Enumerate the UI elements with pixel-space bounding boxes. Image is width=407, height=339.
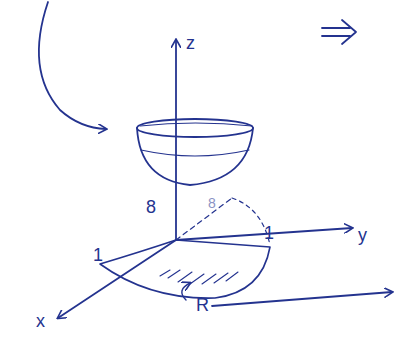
bowl-rim-inner [140,123,252,126]
z-axis [175,40,177,240]
implies-symbol [322,20,356,44]
tick-label: 1 [93,246,103,264]
axis-label: z [186,34,195,52]
bowl-band [141,150,249,156]
region-hatching [160,270,238,284]
r-arrow [212,292,392,306]
r-leader [182,283,190,300]
region-r [100,240,270,298]
height-label: 8 [208,196,216,210]
dashed-line [176,198,232,240]
x-axis [58,240,176,318]
pointer-arrow [39,2,106,129]
axis-label: y [358,226,367,244]
axis-label: x [36,312,45,330]
bowl-body [137,128,253,185]
region-label: R [196,296,209,314]
tick-label: 1 [264,224,274,242]
bowl-rim [137,119,253,137]
height-label: 8 [146,198,156,216]
